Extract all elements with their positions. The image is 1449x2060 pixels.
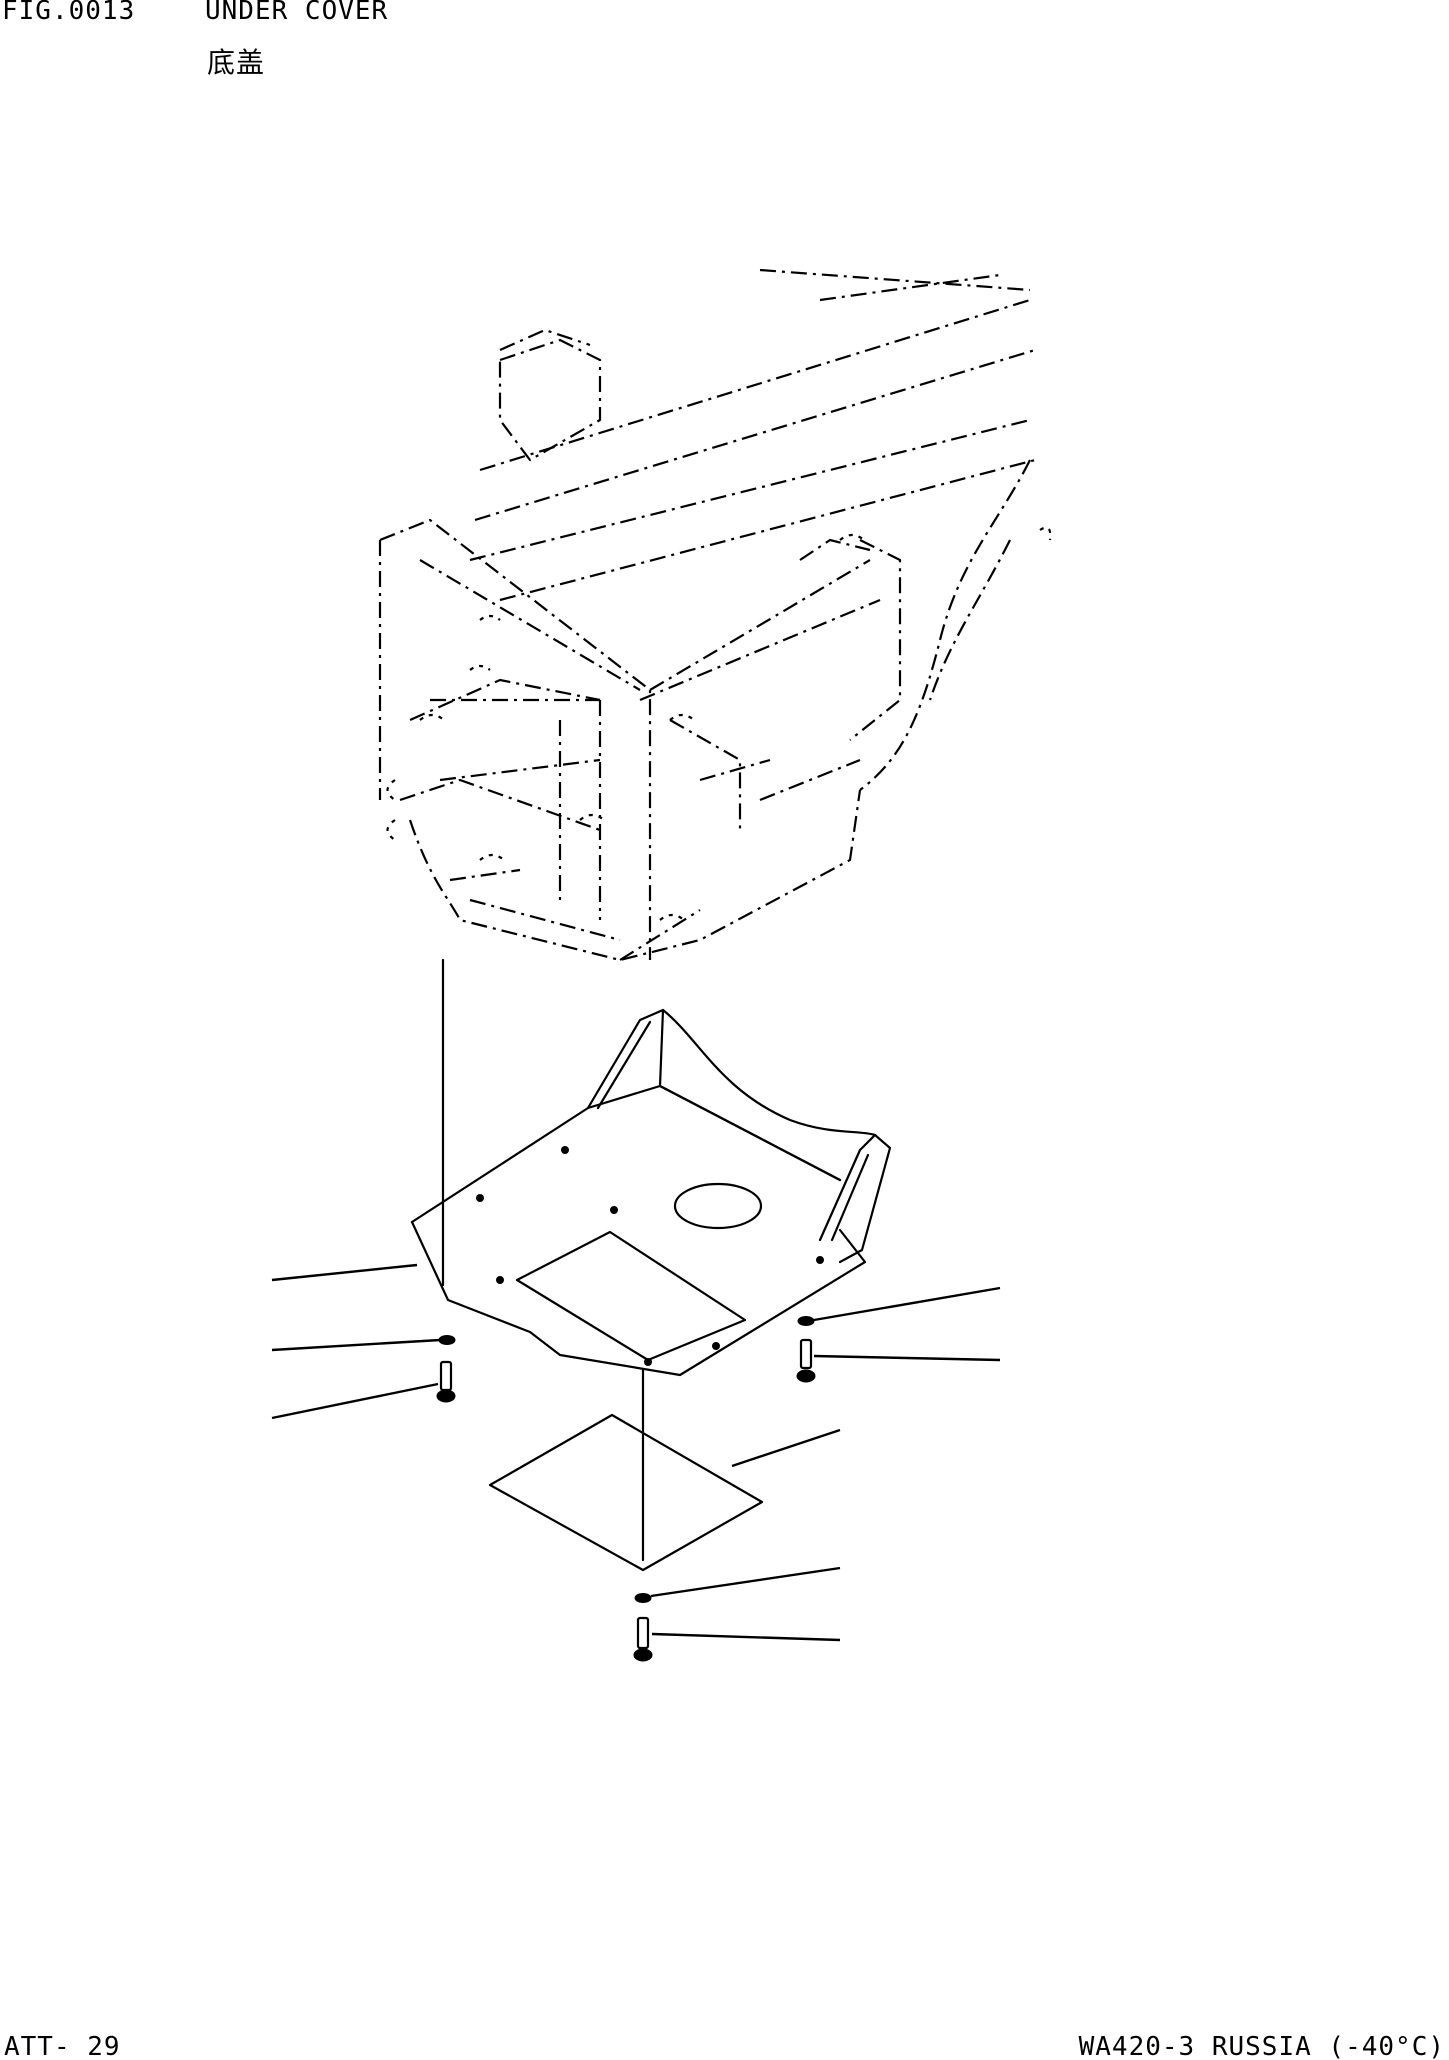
under-cover-part — [410, 1008, 892, 1377]
bolt-left — [436, 1360, 456, 1403]
figure-title: UNDER COVER — [205, 0, 389, 26]
inspection-cover-part — [488, 1413, 764, 1572]
figure-number: FIG.0013 — [2, 0, 136, 26]
washer-right — [797, 1316, 815, 1326]
washer-left — [438, 1335, 456, 1345]
frame-phantom-outline — [378, 268, 1052, 962]
leader-lines — [271, 1263, 1001, 1642]
figure-title-chinese: 底盖 — [207, 46, 266, 79]
bolt-right — [796, 1338, 816, 1383]
page-code: ATT- 29 — [4, 2032, 121, 2060]
machine-model-label: WA420-3 RUSSIA (-40°C) — [1078, 2032, 1445, 2060]
bolt-bottom — [633, 1616, 653, 1662]
washer-bottom — [634, 1593, 652, 1603]
